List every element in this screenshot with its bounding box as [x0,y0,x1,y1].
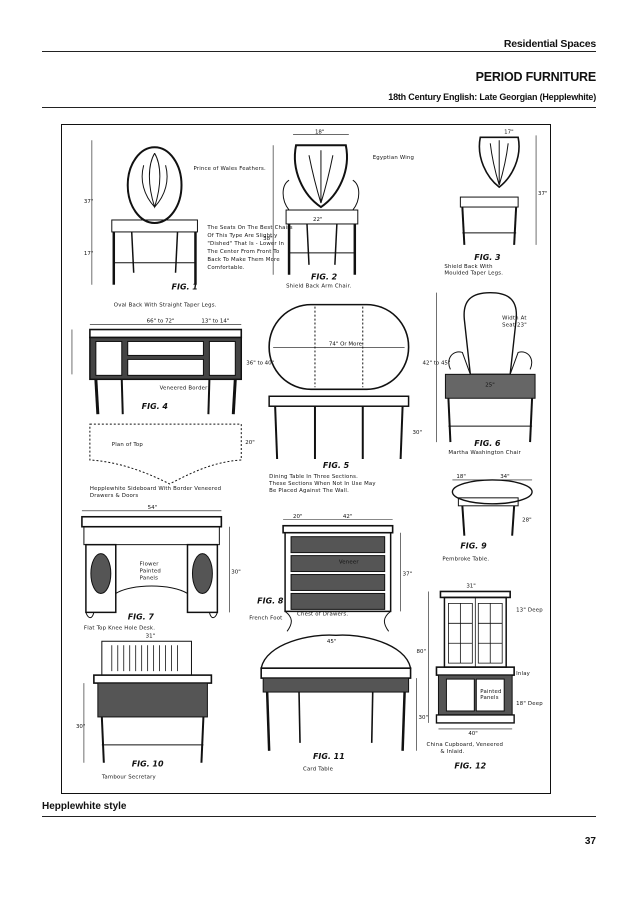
fig2-width-dim: 18" [315,129,324,135]
fig7-caption: Flat Top Knee Hole Desk. [84,625,155,631]
fig12-caption: China Cupboard, Veneered & Inlaid. [427,742,505,755]
fig4-plan-dim: 20" [245,440,254,446]
fig6-height-dim: 42" to 45" [423,360,451,366]
fig4-border-note: Veneered Border [160,385,209,391]
fig6-seat-dim: 25" [485,382,494,388]
fig2-wing-note: Egyptian Wing [373,155,414,161]
fig3-caption: Shield Back With Moulded Taper Legs. [444,264,503,277]
fig9-depth-dim: 18" [456,474,465,480]
fig12-deep-note-upper: 13" Deep [516,607,543,613]
fig9-height-dim: 28" [522,518,531,524]
fig4-height-dim: 36" to 40" [246,360,274,366]
fig6-caption: Martha Washington Chair [448,450,521,456]
fig4-depth-dim: 13" to 14" [201,319,229,325]
fig10-height-dim: 30" [76,724,85,730]
fig2-label: FIG. 2 [311,273,338,282]
fig8-veneer-note: Veneer [339,560,360,566]
fig12-china-cupboard [428,590,515,730]
fig11-caption: Card Table [303,767,334,773]
fig1-label: FIG. 1 [172,283,198,292]
fig12-deep-note-lower: 18" Deep [516,701,543,707]
fig4-plan-of-top [89,423,242,485]
fig8-height-dim: 37" [403,572,412,578]
fig9-label: FIG. 9 [460,542,487,551]
fig11-label: FIG. 11 [313,752,345,761]
fig5-label: FIG. 5 [323,461,350,470]
fig1-seat-note: The Seats On The Best Chairs Of This Typ… [206,225,294,271]
fig10-caption: Tambour Secretary [101,775,157,781]
page-number: 37 [584,836,596,847]
fig8-label: FIG. 8 [257,596,284,605]
fig12-inlay-note: Inlay [516,671,531,677]
fig12-label: FIG. 12 [454,762,486,771]
fig2-height-dim: 38" [263,236,272,242]
fig7-label: FIG. 7 [128,612,155,621]
page-subtitle: 18th Century English: Late Georgian (Hep… [388,92,596,102]
fig7-panel-note: Flower Painted Panels [140,562,163,582]
fig4-sideboard [71,324,243,415]
fig1-caption: Oval Back With Straight Taper Legs. [114,303,217,309]
fig12-base-dim: 40" [468,731,477,737]
fig11-height-dim: 30" [419,715,428,721]
caption-rule [42,816,596,817]
fig1-feathers-note: Prince of Wales Feathers. [193,166,266,172]
fig12-panel-note: Painted Panels [480,689,503,701]
furniture-drawings: 37" 17" Prince of Wales Feathers. The Se… [71,129,548,781]
fig9-width-dim: 34" [500,474,509,480]
fig10-width-dim: 31" [146,633,155,639]
page-title: PERIOD FURNITURE [475,70,597,84]
fig8-depth-dim: 20" [293,514,302,520]
fig3-height-dim: 37" [538,191,547,197]
fig1-oval-back-chair [91,140,198,285]
fig12-width-dim: 31" [466,583,475,589]
fig2-shield-back-arm-chair [272,134,360,275]
fig5-dining-table [268,303,410,460]
figure-caption: Hepplewhite style [42,801,127,812]
fig3-label: FIG. 3 [474,253,501,262]
fig5-length-dim: 74" Or More. [329,341,364,347]
fig3-shield-back-chair [459,135,537,245]
fig8-foot-note: French Foot [249,615,282,621]
fig7-knee-hole-desk [81,510,230,619]
fig9-caption: Pembroke Table. [442,557,489,563]
fig8-chest-of-drawers [282,519,401,632]
fig10-tambour-secretary [83,640,213,763]
fig5-height-dim: 30" [413,430,422,436]
fig6-label: FIG. 6 [474,439,501,448]
fig4-width-dim: 66" to 72" [147,319,175,325]
fig4-label: FIG. 4 [142,402,169,411]
fig11-depth-dim: 45" [327,639,336,645]
fig1-seat-dim: 17" [84,251,93,257]
title-rule [42,107,596,108]
fig2-seat-dim: 22" [313,217,322,223]
illustration-plate: 37" 17" Prince of Wales Feathers. The Se… [61,124,551,794]
section-heading: Residential Spaces [503,38,596,50]
fig7-height-dim: 30" [231,570,240,576]
fig12-height-dim: 80" [417,649,426,655]
fig4-plan-note: Plan of Top [112,442,144,448]
fig5-caption: Dining Table In Three Sections. These Se… [268,474,378,494]
fig8-width-dim: 42" [343,514,352,520]
fig10-label: FIG. 10 [132,760,164,769]
fig4-caption: Hepplewhite Sideboard With Border Veneer… [90,486,223,499]
fig11-card-table [260,634,417,751]
fig9-pembroke-table [451,479,533,536]
fig6-martha-washington-chair [436,291,536,443]
fig2-caption: Shield Back Arm Chair. [286,284,351,290]
fig6-width-note: Width At Seat 23" [502,316,528,329]
header-rule [42,51,596,52]
fig8-caption: Chest of Drawers. [297,611,348,617]
fig1-height-dim: 37" [84,199,93,205]
fig7-width-dim: 54" [148,505,157,511]
fig3-width-dim: 17" [504,129,513,135]
